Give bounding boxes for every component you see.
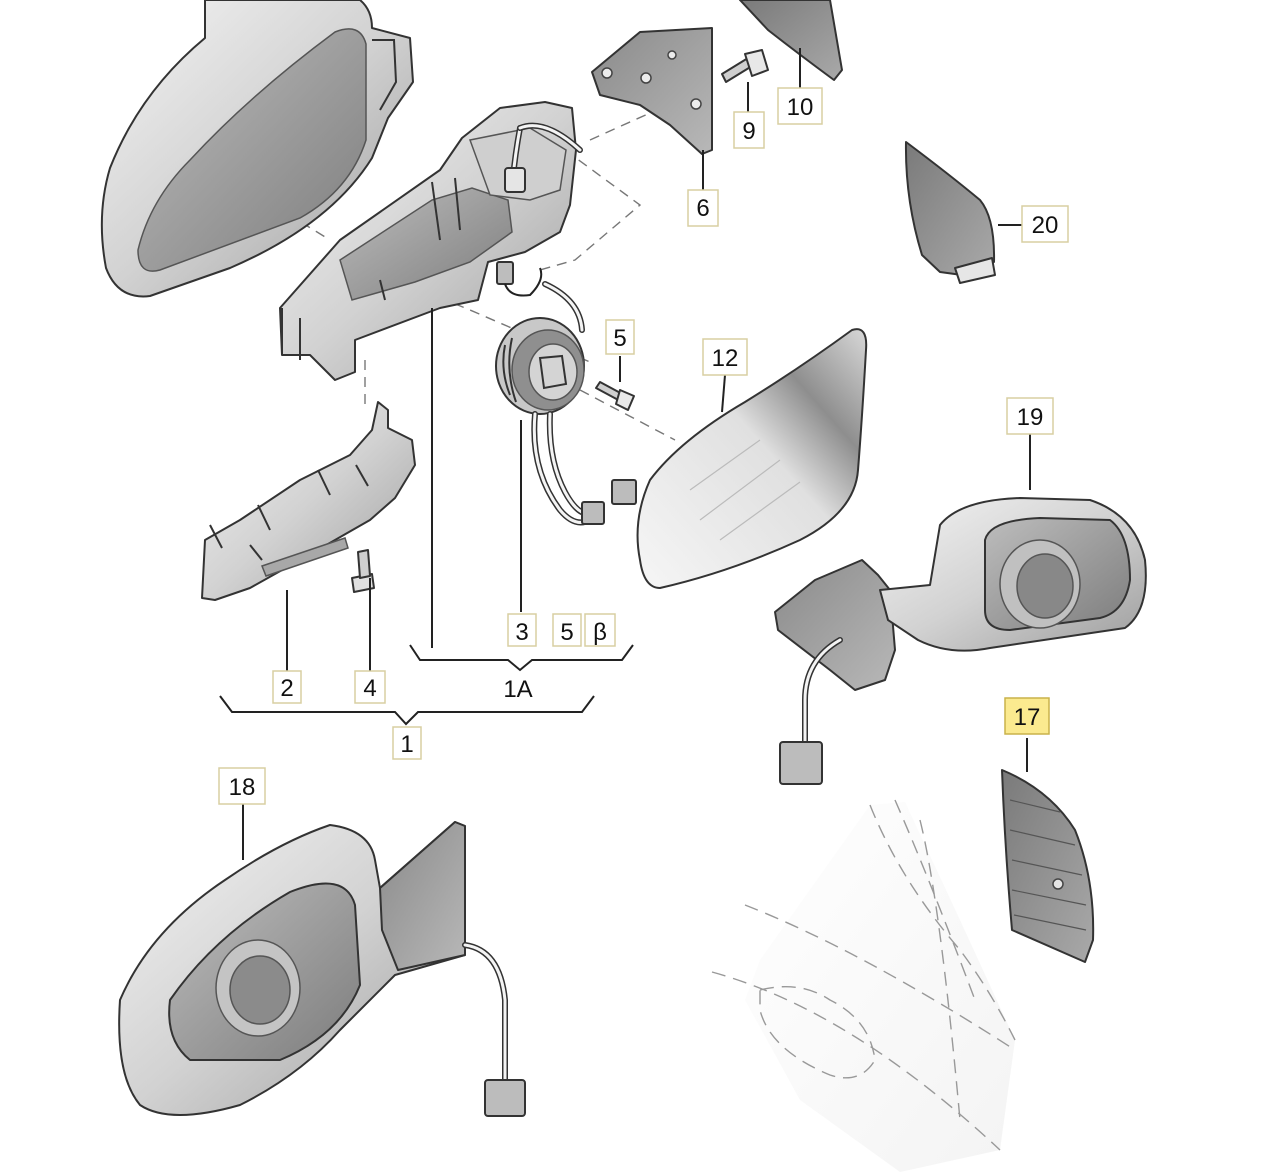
callout-4: 4 xyxy=(354,670,386,704)
leader-lines xyxy=(242,48,1031,860)
callout-3: 3 xyxy=(507,613,537,647)
mounting-plate xyxy=(591,27,713,155)
callout-1a: 1A xyxy=(503,676,532,703)
svg-text:10: 10 xyxy=(787,94,814,121)
door-outline xyxy=(711,799,1016,1172)
mirror-housing-shell xyxy=(100,0,414,298)
callout-12: 12 xyxy=(702,338,748,376)
svg-text:5: 5 xyxy=(613,325,626,352)
callout-labels: 1 1A 2 3 4 5 5 6 β xyxy=(218,87,1069,805)
callout-17: 17 xyxy=(1004,697,1050,735)
svg-text:5: 5 xyxy=(560,619,573,646)
mirror-glass xyxy=(636,328,868,589)
complete-mirror-left xyxy=(118,821,526,1117)
group-bracket-1 xyxy=(219,695,595,726)
svg-text:β: β xyxy=(593,619,607,646)
group-bracket-1a xyxy=(409,644,634,672)
svg-text:18: 18 xyxy=(229,774,256,801)
svg-text:1: 1 xyxy=(400,731,413,758)
callout-18: 18 xyxy=(218,767,266,805)
callout-6-top: 6 xyxy=(687,189,719,227)
callout-19: 19 xyxy=(1006,397,1054,435)
mirror-cover-17 xyxy=(1001,769,1095,963)
svg-text:1A: 1A xyxy=(503,676,532,703)
callout-1: 1 xyxy=(392,726,422,760)
svg-text:17: 17 xyxy=(1014,704,1041,731)
triangle-cover xyxy=(904,141,996,284)
callout-10: 10 xyxy=(777,87,823,125)
svg-text:20: 20 xyxy=(1032,212,1059,239)
screw-part-9 xyxy=(721,49,769,83)
svg-text:3: 3 xyxy=(515,619,528,646)
screw-part-4 xyxy=(351,549,375,593)
callout-6-bottom: β xyxy=(584,613,616,647)
callout-2: 2 xyxy=(272,670,302,704)
lower-cover xyxy=(201,401,416,601)
svg-text:2: 2 xyxy=(280,675,293,702)
complete-mirror-right xyxy=(774,497,1147,785)
screw-part-5 xyxy=(595,381,635,411)
callout-20: 20 xyxy=(1021,205,1069,243)
callout-5-bottom: 5 xyxy=(552,613,582,647)
cover-cap-top xyxy=(739,0,843,81)
mirror-base-frame xyxy=(279,101,583,381)
svg-text:19: 19 xyxy=(1017,404,1044,431)
svg-text:4: 4 xyxy=(363,675,376,702)
adjustment-motor xyxy=(495,281,637,526)
callout-9: 9 xyxy=(733,111,765,149)
callout-5-top: 5 xyxy=(605,319,635,355)
svg-text:9: 9 xyxy=(742,118,755,145)
svg-text:6: 6 xyxy=(696,195,709,222)
svg-text:12: 12 xyxy=(712,345,739,372)
